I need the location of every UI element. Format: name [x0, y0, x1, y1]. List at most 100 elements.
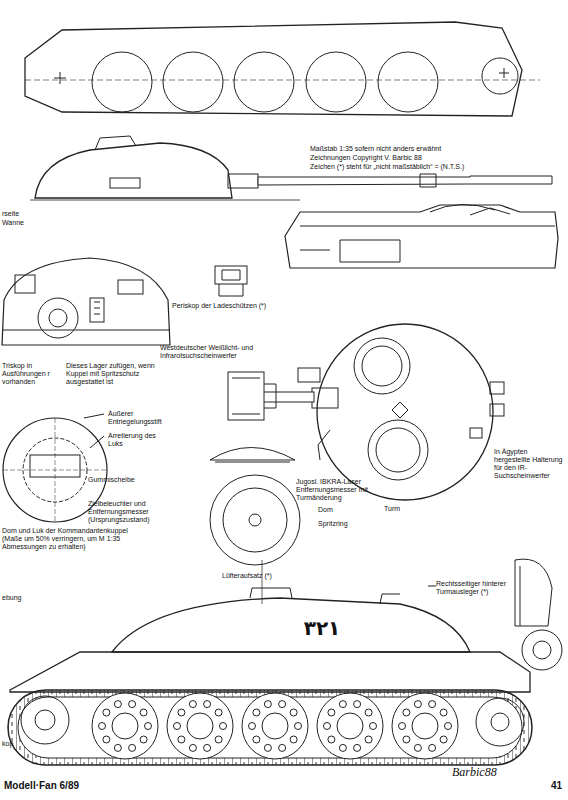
- tank-side-view-part-part: [145, 723, 152, 730]
- annotation-label: rseite: [2, 210, 42, 218]
- turret-top-view-part: [298, 368, 320, 382]
- turret-front-view-part: [94, 302, 100, 314]
- turret-side-view-part: [420, 174, 436, 187]
- tank-drawing-part: [30, 206, 280, 207]
- tank-side-view-part-part: [262, 713, 288, 739]
- tank-side-view-part-part: [103, 736, 110, 743]
- tank-side-view-part-part: [399, 723, 406, 730]
- turret-top-view-part: [368, 420, 428, 480]
- tank-side-view-part-part: [129, 744, 136, 751]
- tank-side-view-part-part: [370, 723, 377, 730]
- tank-side-view-part-part: [339, 744, 346, 751]
- tank-side-view-part-part: [324, 723, 331, 730]
- tank-side-view-part-part: [253, 709, 260, 716]
- tank-side-view-part-part: [189, 701, 196, 708]
- turret-top-view-part: [362, 346, 402, 386]
- turret-side-view: [30, 136, 552, 200]
- periscope-symbol: [215, 266, 247, 296]
- tank-side-view-part: [250, 588, 400, 604]
- turret-front-view-part: [2, 258, 170, 345]
- annotation-label: Dieses Lager zufügen, wenn Kuppel mit Sp…: [66, 362, 158, 386]
- annotation-label: Dom und Luk der Kommandantenkuppel (Maße…: [2, 527, 142, 551]
- turret-number: ٣٢١: [282, 618, 362, 638]
- tank-side-view-part-part: [328, 736, 335, 743]
- turret-top-view-part: [490, 382, 504, 394]
- tank-side-view-part-part: [129, 701, 136, 708]
- tank-side-view-part-part: [215, 736, 222, 743]
- tank-side-view-part-part: [178, 709, 185, 716]
- hull-rear-view: [285, 204, 558, 268]
- tank-side-view-part: [112, 598, 470, 652]
- hull-rear-view-part: [300, 208, 510, 250]
- tank-side-view-part-part: [204, 744, 211, 751]
- fan-cover-part: [249, 514, 261, 526]
- tank-side-view-part-part: [354, 744, 361, 751]
- turret-stowage-bin-part: [428, 566, 520, 626]
- turret-top-view-part: [392, 402, 408, 418]
- tank-side-view-part-part: [440, 709, 447, 716]
- annotation-label: Arretierung des Luks: [108, 432, 170, 448]
- turret-front-view-part: [38, 298, 78, 338]
- tank-side-view: [8, 588, 532, 765]
- hull-underside-view-part: [482, 58, 518, 94]
- fan-cover-part: [262, 560, 263, 604]
- annotation-label: Maßstab 1:35 sofern nicht anders erwähnt: [310, 145, 550, 153]
- tank-side-view-part: [8, 690, 532, 765]
- tank-side-view-part-part: [92, 693, 158, 759]
- annotation-label: Gummischeibe: [88, 476, 148, 484]
- tank-side-view-part-part: [445, 723, 452, 730]
- fan-cover-part: [210, 448, 295, 461]
- tank-side-view-part-part: [403, 736, 410, 743]
- cupola-detail-part: [84, 414, 104, 448]
- turret-top-view-part: [312, 388, 338, 408]
- tank-side-view-part-part: [412, 713, 438, 739]
- tank-side-view-part-part: [354, 701, 361, 708]
- hull-underside-view-part: [306, 52, 366, 112]
- tank-side-view-part-part: [112, 713, 138, 739]
- turret-top-view: [228, 324, 504, 500]
- tank-side-view-part-part: [290, 709, 297, 716]
- tank-side-view-part-part: [189, 744, 196, 751]
- turret-stowage-bin-part: [522, 630, 562, 670]
- hull-underside-view-part: [25, 80, 540, 81]
- tank-side-view-part-part: [140, 709, 147, 716]
- tank-side-view-part-part: [317, 693, 383, 759]
- tank-side-view-part-part: [279, 744, 286, 751]
- tank-side-view-part-part: [99, 723, 106, 730]
- annotation-label: Dom: [318, 506, 348, 514]
- tank-side-view-part-part: [414, 744, 421, 751]
- periscope-symbol-part: [215, 266, 247, 284]
- tank-side-view-part-part: [103, 709, 110, 716]
- tank-side-view-part-part: [167, 693, 233, 759]
- annotation-label: Zeichen (*) steht für „nicht maßstäblich…: [310, 163, 550, 171]
- hull-underside-view-part: [163, 52, 223, 112]
- tank-side-view-part: [35, 710, 55, 730]
- turret-side-view-part: [258, 176, 552, 185]
- annotation-label: Jugosl. IBKRA-Laser Entfernungsmesser mi…: [296, 478, 396, 502]
- tank-side-view-part-part: [403, 709, 410, 716]
- fan-cover: [210, 448, 300, 605]
- turret-side-view-part: [35, 143, 232, 198]
- turret-stowage-bin: [428, 559, 562, 670]
- tank-side-view-part: [10, 652, 530, 692]
- tank-side-view-part-part: [290, 736, 297, 743]
- turret-top-view-part: [318, 430, 330, 460]
- tank-side-view-part-part: [337, 713, 363, 739]
- turret-stowage-bin-part: [533, 641, 551, 659]
- turret-top-view-part: [470, 428, 482, 438]
- annotation-label: Spritzring: [318, 520, 378, 528]
- tank-side-view-part-part: [264, 744, 271, 751]
- tank-side-view-part: [476, 698, 524, 746]
- tank-side-view-part-part: [253, 736, 260, 743]
- tank-side-view-part-part: [174, 723, 181, 730]
- annotation-label: Barbic88: [452, 766, 552, 780]
- annotation-label: kop: [2, 740, 32, 748]
- periscope-symbol-part: [219, 270, 243, 296]
- fan-cover-part: [223, 488, 287, 552]
- turret-front-view-part: [15, 275, 35, 293]
- annotation-label: ebung: [2, 594, 42, 602]
- page-footer: 41: [538, 780, 562, 792]
- turret-top-view-part: [232, 378, 276, 414]
- tank-side-view-part: [92, 693, 458, 759]
